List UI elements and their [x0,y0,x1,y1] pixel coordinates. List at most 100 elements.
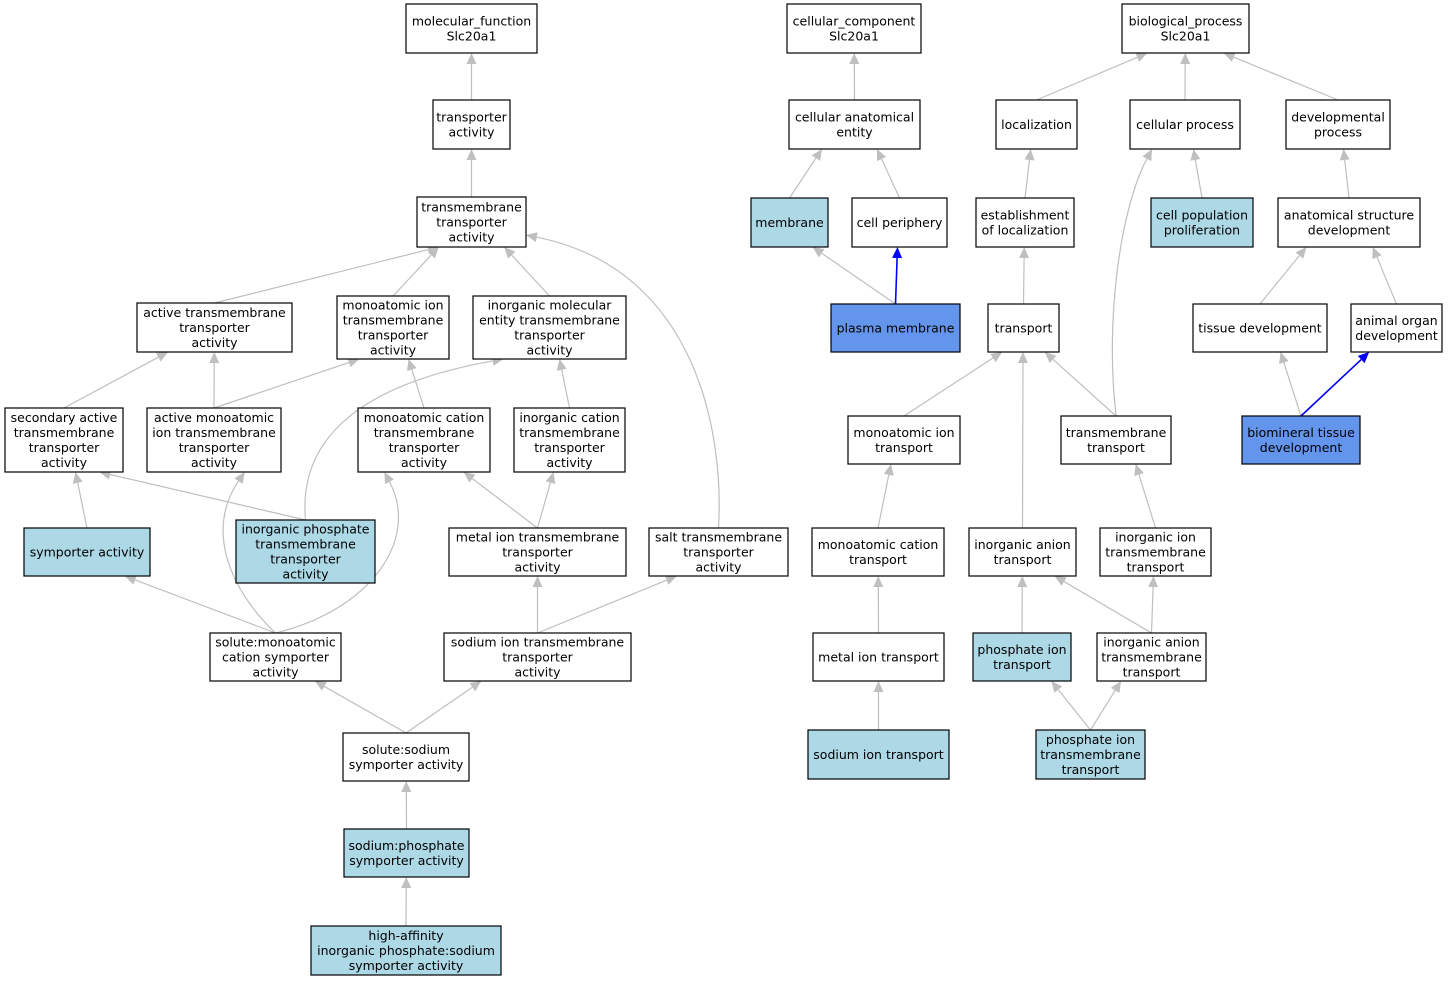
edge-cellp-to-bp [1180,53,1191,101]
go-term-node[interactable]: symporter activity [23,527,151,577]
node-label-line: transport [1087,440,1145,455]
node-label-line: transporter [270,552,341,567]
edge-line [405,686,473,734]
node-box [343,828,470,878]
node-label-line: activity [282,567,329,582]
node-label-line: cation symporter [222,650,330,665]
edge-arrowhead [1017,576,1028,588]
edge-smcs-to-amita [222,472,276,634]
node-label-line: transmembrane [1066,425,1167,440]
node-box [1285,99,1391,150]
node-label-line: Slc20a1 [829,29,879,44]
node-label-line: sodium ion transport [813,747,944,762]
edge-line [1344,159,1350,199]
edge-cae-to-cc [849,53,860,101]
node-box [209,632,342,682]
node-label-line: transporter [514,328,585,343]
node-label-line: phosphate ion [977,642,1066,657]
go-term-node[interactable]: tissue development [1192,303,1328,353]
go-term-node[interactable]: metal ion transport [812,632,945,682]
node-label-line: transport [993,657,1051,672]
node-label-line: monoatomic cation [818,537,939,552]
go-term-node[interactable]: membrane [750,197,829,248]
go-term-node[interactable]: inorganic phosphatetransmembranetranspor… [235,519,376,584]
node-label-line: inorganic anion [974,537,1070,552]
go-term-node[interactable]: monoatomic cationtransmembranetransporte… [357,407,491,473]
edge-pm-to-mem [812,247,896,305]
node-label-line: symporter activity [349,958,464,973]
node-label-line: transmembrane [1101,650,1202,665]
go-term-node[interactable]: plasma membrane [830,303,961,353]
node-label-line: transporter [502,545,573,560]
go-term-node[interactable]: transport [987,303,1060,353]
edge-arrowhead [1190,149,1201,161]
edge-line [537,579,667,634]
edge-mt-to-mct [873,576,884,634]
node-box [235,519,376,584]
edge-arrowhead [463,472,476,483]
edge-smcs-to-mcta [275,472,400,634]
node-label-line: process [1314,125,1362,140]
go-term-node[interactable]: metal ion transmembranetransporteractivi… [448,527,627,577]
node-label-line: cellular process [1136,117,1234,132]
go-term-node[interactable]: secondary activetransmembranetransporter… [4,407,124,473]
go-term-node[interactable]: localization [995,99,1078,150]
node-label-line: transporter [29,440,100,455]
node-label-line: activity [514,560,561,575]
edge-line [903,357,994,417]
edge-line [1376,256,1398,305]
edge-pitt-to-pit [1051,681,1091,731]
go-term-node[interactable]: cell periphery [851,197,948,248]
edge-arrowhead [1339,149,1350,161]
node-label-line: entity [836,125,873,140]
edge-arrowhead [556,359,567,371]
node-label-line: active monoatomic [154,410,274,425]
node-label-line: metal ion transmembrane [456,530,620,545]
node-label-line: transmembrane [421,200,522,215]
go-term-node[interactable]: sodium ion transport [807,729,950,780]
go-term-node[interactable]: inorganic cationtransmembranetransporter… [513,407,626,473]
node-label-line: inorganic molecular [488,298,613,313]
node-label-line: transporter [534,440,605,455]
node-box [513,407,626,473]
node-label-line: transmembrane [1040,747,1141,762]
go-term-node[interactable]: sodium ion transmembranetransporteractiv… [443,632,632,682]
node-label-line: establishment [981,208,1070,223]
edge-line [561,369,571,409]
edge-line [77,482,88,529]
edge-line [1089,690,1116,731]
go-term-node[interactable]: monoatomic iontransmembranetransporterac… [336,295,450,360]
node-box [310,925,502,976]
edge-iatt-to-iitt [1148,576,1159,634]
node-box [1129,99,1241,150]
go-term-node[interactable]: cellular process [1129,99,1241,150]
